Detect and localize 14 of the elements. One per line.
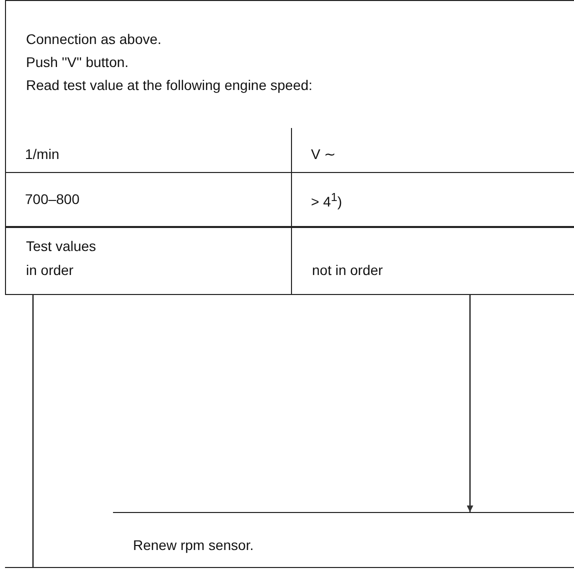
result-text: Test values — [26, 238, 96, 254]
instruction-text: Read test value at the following engine speed: — [26, 77, 312, 93]
flow-line — [32, 294, 34, 567]
result-text: Renew rpm sensor. — [133, 537, 254, 553]
table-value: > 4$^{1}$) — [311, 191, 342, 210]
column-header: 1/min — [25, 146, 60, 162]
instruction-text: Push ''V'' button. — [26, 54, 129, 70]
table-value: 700–800 — [25, 191, 80, 207]
instruction-box — [5, 0, 574, 128]
column-header: V ∼ — [311, 146, 336, 162]
instruction-text: Connection as above. — [26, 31, 162, 47]
arrow — [466, 294, 474, 512]
result-text: not in order — [312, 262, 383, 278]
result-text: in order — [26, 262, 74, 278]
